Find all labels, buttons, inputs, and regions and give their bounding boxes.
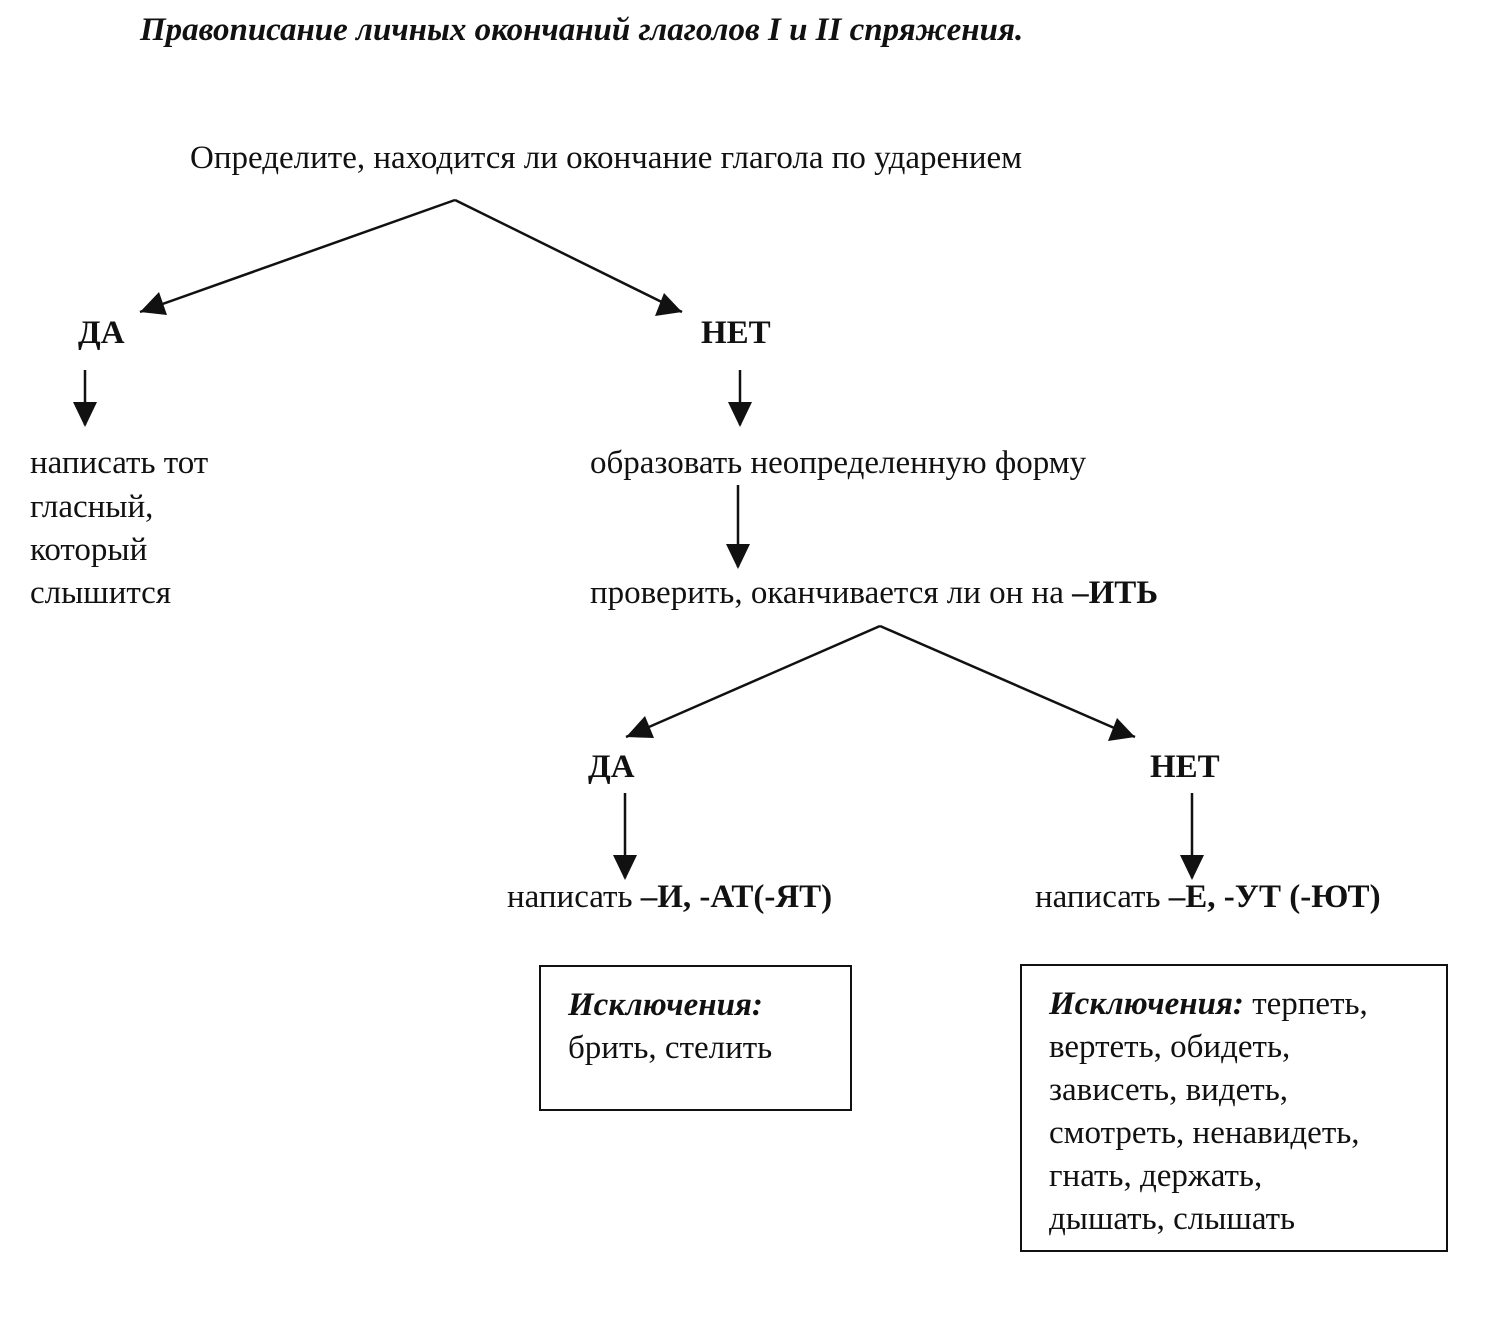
rule-endings: –И, -АТ(-ЯТ) — [640, 879, 833, 915]
rule-endings: –Е, -УТ (-ЮТ) — [1168, 879, 1381, 915]
exceptions-words: дышать, слышать — [1049, 1201, 1296, 1237]
check-ending-step: проверить, оканчивается ли он на –ИТЬ — [590, 572, 1158, 615]
yes-label-1: ДА — [78, 315, 125, 351]
no-label-2: НЕТ — [1150, 749, 1220, 785]
exceptions-heading: Исключения: — [568, 987, 763, 1023]
exceptions-words: терпеть, — [1243, 986, 1368, 1022]
yes-result-line: написать тот — [30, 445, 209, 481]
infinitive-step: образовать неопределенную форму — [590, 445, 1087, 481]
exceptions-words: гнать, держать, — [1049, 1158, 1263, 1194]
arrowhead-root-yes — [140, 292, 167, 315]
arrowhead-yes2-down — [613, 855, 637, 880]
arrow-root-to-yes — [139, 198, 456, 314]
exceptions-words: брить, стелить — [568, 1030, 773, 1066]
check-ending-suffix: –ИТЬ — [1072, 575, 1159, 611]
exceptions-first-line: Исключения: терпеть, — [1049, 983, 1446, 1026]
arrowhead-root-no — [655, 293, 682, 316]
arrowhead-no-down — [728, 402, 752, 427]
rule-prefix: написать — [1035, 879, 1169, 915]
exceptions-words: вертеть, обидеть, — [1049, 1029, 1291, 1065]
rule-prefix: написать — [507, 879, 641, 915]
exceptions-words: зависеть, видеть, — [1049, 1072, 1288, 1108]
first-conjugation-rule: написать –Е, -УТ (-ЮТ) — [1035, 876, 1381, 919]
exceptions-box-left: Исключения: брить, стелить — [539, 965, 852, 1111]
yes-result-line: слышится — [30, 575, 172, 611]
arrow-check-to-yes — [625, 624, 881, 739]
check-ending-text: проверить, оканчивается ли он на — [590, 575, 1073, 611]
arrow-root-to-no — [454, 198, 683, 314]
arrowhead-form-down — [726, 544, 750, 569]
yes-label-2: ДА — [588, 749, 635, 785]
exceptions-words: смотреть, ненавидеть, — [1049, 1115, 1360, 1151]
yes-result-line: который — [30, 532, 148, 568]
arrowhead-yes-down — [73, 402, 97, 427]
arrowhead-check-no — [1108, 718, 1135, 741]
page-title: Правописание личных окончаний глаголов I… — [140, 12, 1024, 48]
root-question: Определите, находится ли окончание глаго… — [190, 140, 1023, 176]
arrowhead-no2-down — [1180, 855, 1204, 880]
second-conjugation-rule: написать –И, -АТ(-ЯТ) — [507, 876, 832, 919]
no-label-1: НЕТ — [701, 315, 771, 351]
arrowhead-check-yes — [626, 716, 654, 738]
arrow-check-to-no — [879, 624, 1136, 739]
exceptions-box-right: Исключения: терпеть, вертеть, обидеть, з… — [1020, 964, 1448, 1252]
exceptions-heading: Исключения: — [1049, 986, 1244, 1022]
yes-result-line: гласный, — [30, 489, 154, 525]
